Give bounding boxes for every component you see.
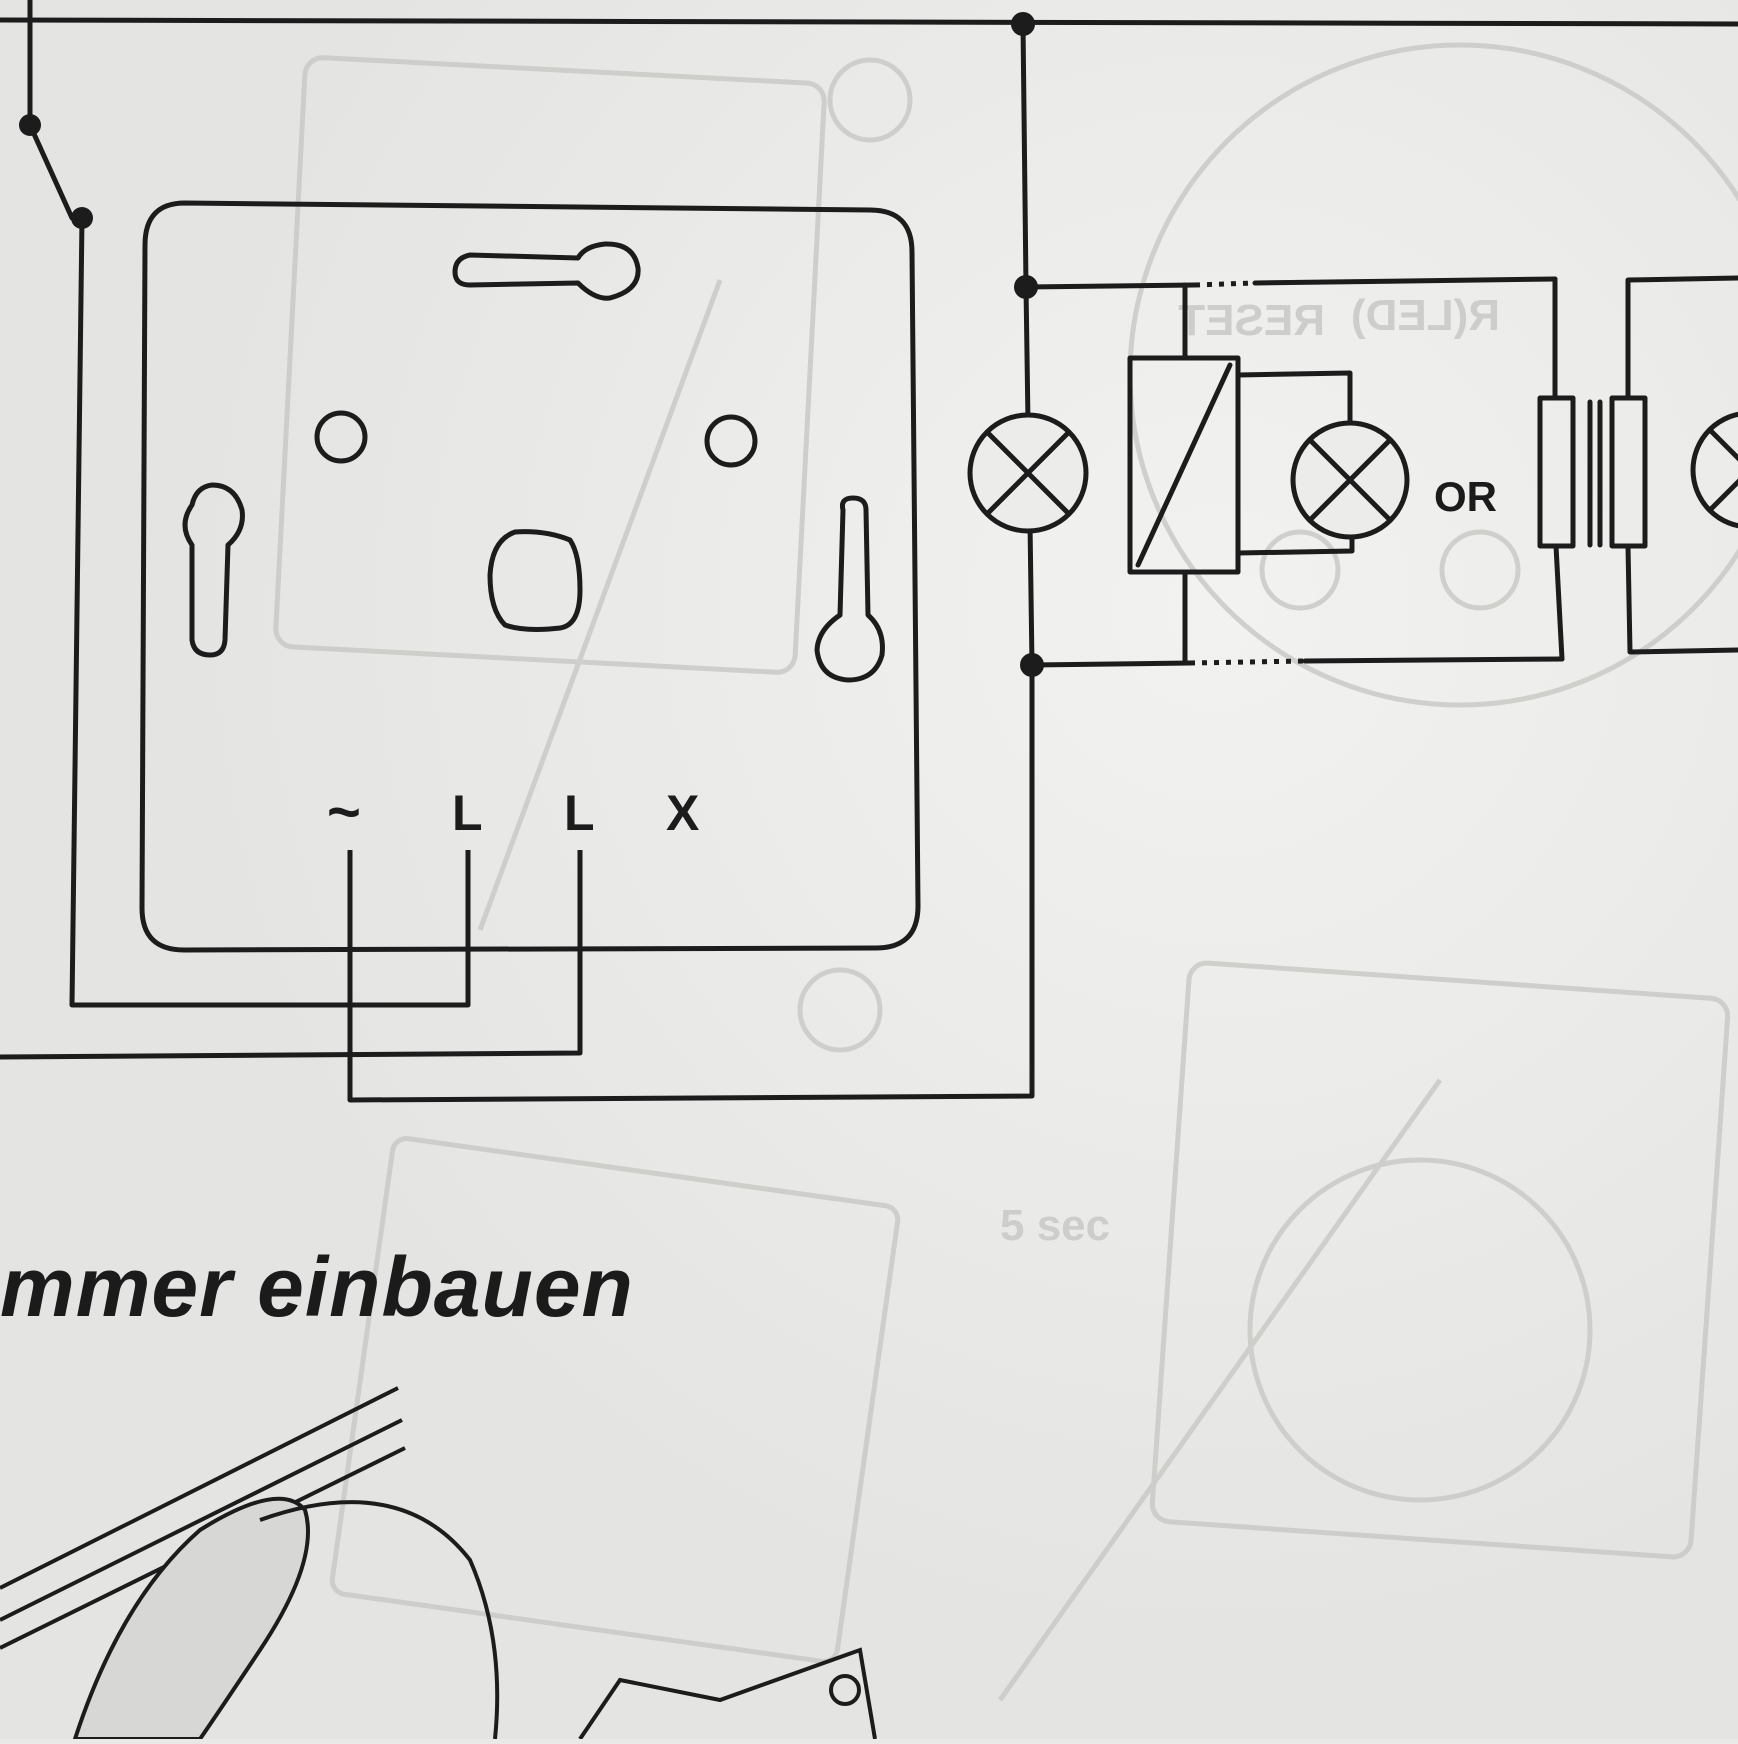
faded-backprint-text: RESET R(LED) 5 sec bbox=[1000, 291, 1500, 1250]
or-label: OR bbox=[1434, 473, 1497, 520]
faded-backprint bbox=[273, 42, 1738, 1702]
terminal-label-dimmer-output: ~ bbox=[327, 780, 361, 845]
terminal-label-line-1: L bbox=[452, 785, 483, 841]
svg-text:RESET: RESET bbox=[1178, 296, 1325, 345]
terminal-leads bbox=[347, 850, 583, 953]
svg-text:5 sec: 5 sec bbox=[1000, 1201, 1110, 1250]
dimmer-module bbox=[139, 200, 921, 953]
led-lamp-icon bbox=[1290, 420, 1410, 540]
svg-text:R(LED): R(LED) bbox=[1351, 291, 1500, 340]
terminal-label-line-2: L bbox=[564, 785, 595, 841]
junction-dots bbox=[19, 12, 1044, 677]
terminal-label-unused: X bbox=[666, 785, 700, 841]
section-caption: mmer einbauen bbox=[0, 1240, 634, 1334]
lamp-icon bbox=[967, 412, 1089, 534]
screwdriver-illustration bbox=[0, 1386, 877, 1741]
lamp-symbols bbox=[967, 411, 1738, 540]
lamp-icon-right bbox=[1690, 411, 1738, 529]
optional-links bbox=[1189, 280, 1306, 666]
